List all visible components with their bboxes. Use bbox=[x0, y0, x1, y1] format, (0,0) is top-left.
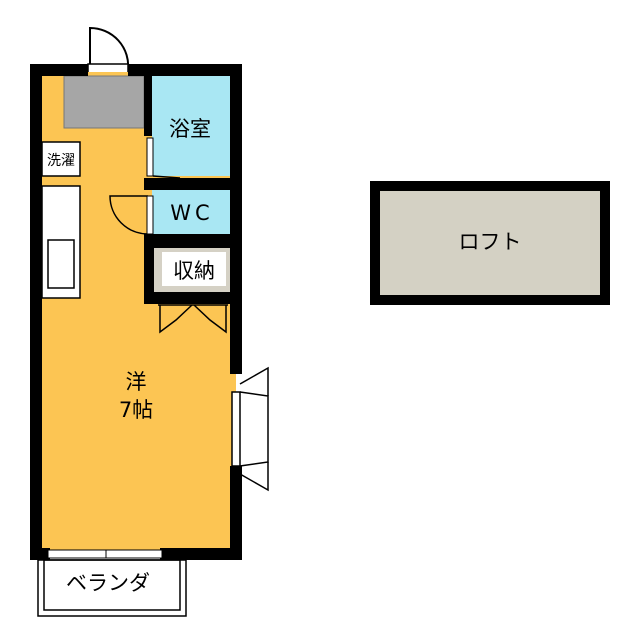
kitchen-counter bbox=[41, 185, 81, 299]
kitchen-hood bbox=[63, 75, 145, 129]
storage-inner bbox=[162, 252, 226, 286]
washer-box bbox=[41, 141, 81, 177]
bathroom-door-icon bbox=[146, 137, 181, 179]
storage-label: 収納 bbox=[173, 259, 215, 283]
balcony-label: ベランダ bbox=[66, 571, 150, 595]
loft-label: ロフト bbox=[459, 230, 522, 254]
bathroom-label: 浴室 bbox=[169, 117, 211, 141]
loft bbox=[370, 181, 610, 305]
bay-window-icon bbox=[231, 366, 269, 492]
entrance-door-icon bbox=[87, 26, 130, 75]
western-room-type-label: 洋 bbox=[126, 370, 147, 394]
bathroom bbox=[152, 76, 232, 176]
storage-folding-door-icon bbox=[158, 304, 228, 334]
balcony bbox=[37, 559, 187, 617]
balcony-window bbox=[47, 549, 163, 559]
toilet-label: WC bbox=[170, 201, 213, 225]
toilet bbox=[152, 190, 232, 234]
washer-label: 洗濯 bbox=[47, 153, 75, 169]
interior-walls bbox=[144, 72, 236, 304]
western-room-size-label: 7帖 bbox=[119, 398, 153, 422]
exterior-walls bbox=[30, 64, 242, 560]
